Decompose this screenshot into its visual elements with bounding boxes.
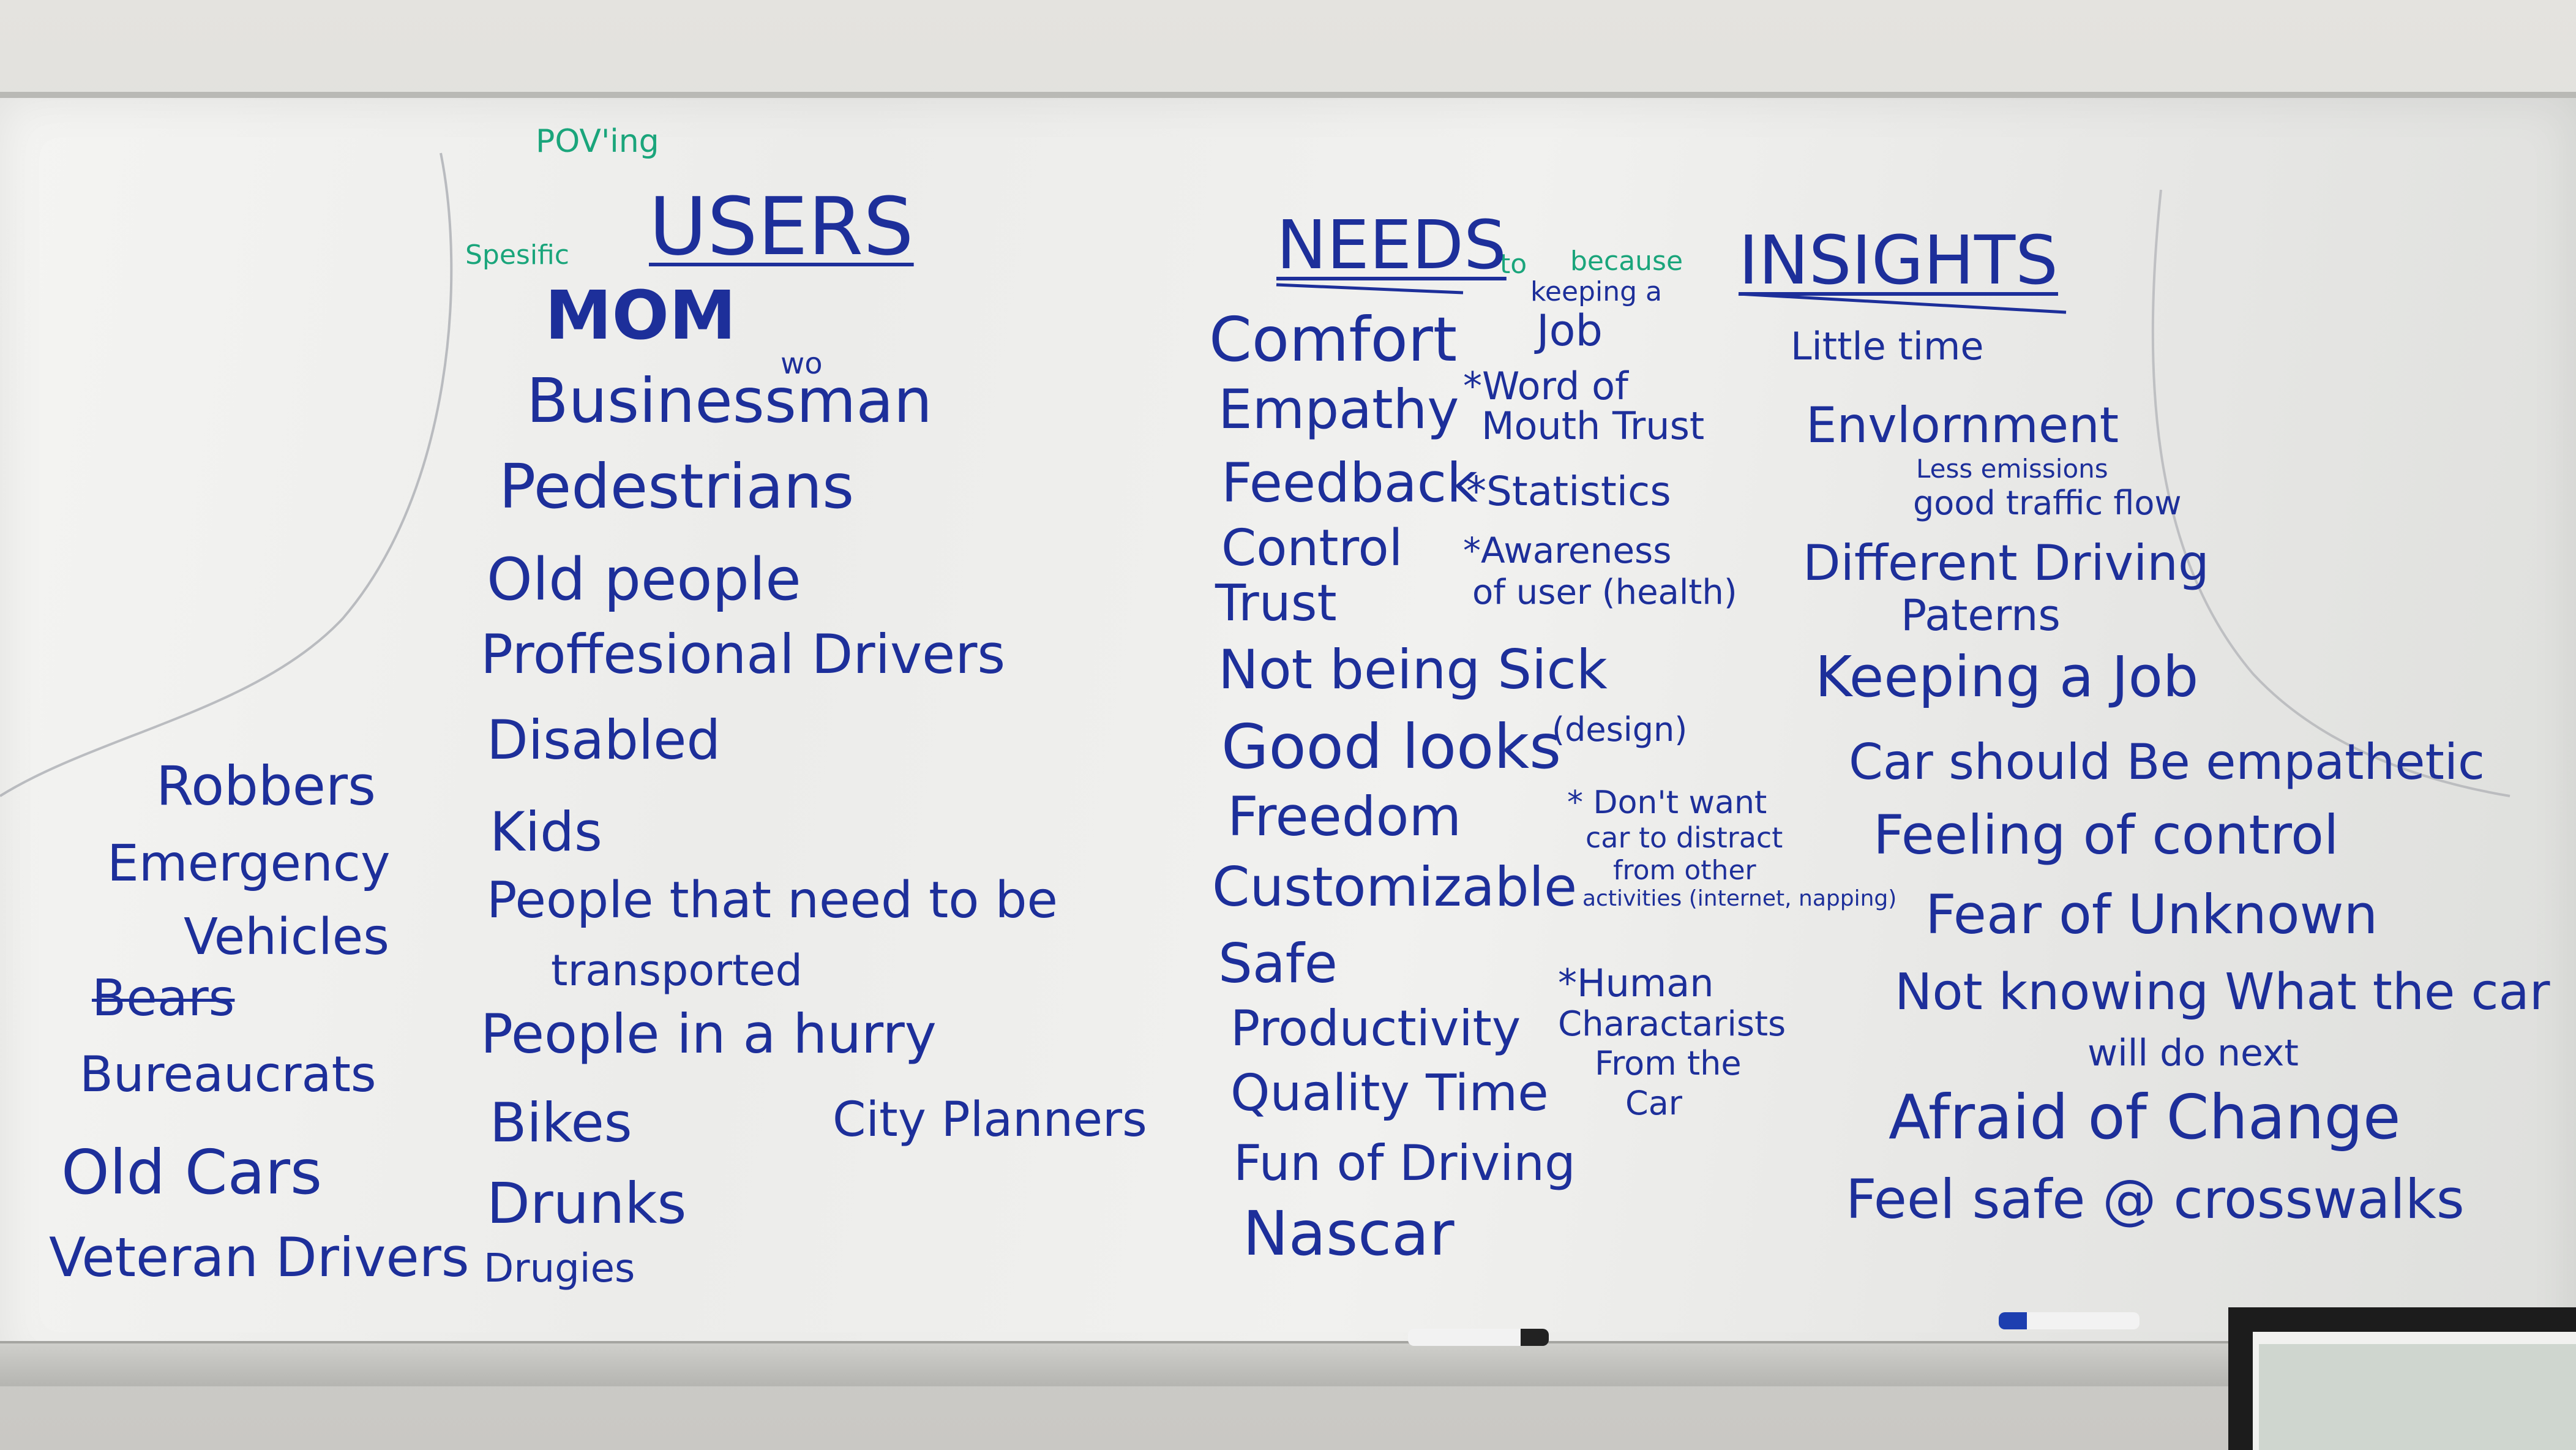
needs-item: Safe [1218, 932, 1338, 995]
keeping-a-note: keeping a [1530, 276, 1662, 307]
insights-item: Keeping a Job [1815, 644, 2199, 710]
users-left-item: Robbers [156, 754, 376, 817]
picture-frame [2228, 1307, 2576, 1450]
users-item: Bikes [490, 1091, 632, 1154]
users-item: Drunks [487, 1171, 687, 1236]
insights-item: Feel safe @ crosswalks [1846, 1168, 2465, 1231]
insights-item: Different Driving [1803, 535, 2209, 592]
insights-item: Fear of Unknown [1925, 883, 2378, 946]
users-item: MOM [545, 276, 736, 355]
needs-item: (design) [1552, 710, 1688, 749]
needs-side-note: Charactarists [1558, 1004, 1786, 1044]
needs-side-note: activities (internet, napping) [1582, 886, 1897, 911]
needs-side-note: *Statistics [1466, 468, 1671, 515]
needs-item: Control [1221, 519, 1403, 577]
users-item: Kids [490, 800, 602, 863]
frame-picture [2259, 1344, 2576, 1450]
whiteboard [0, 92, 2576, 1372]
needs-side-note: * Don't want [1567, 784, 1767, 821]
insights-item: Feeling of control [1873, 803, 2339, 866]
insights-item: will do next [2087, 1032, 2299, 1075]
needs-item: Empathy [1218, 378, 1459, 441]
needs-item: Comfort [1209, 304, 1458, 375]
wo-note: wo [781, 347, 823, 381]
users-left-item: Old Cars [61, 1136, 323, 1208]
insights-item: Envlornment [1806, 397, 2119, 454]
black-marker[interactable] [1408, 1329, 1549, 1346]
users-left-item: Vehicles [184, 908, 389, 966]
needs-side-note: of user (health) [1472, 573, 1737, 612]
users-item: Pedestrians [499, 451, 855, 522]
needs-item: Freedom [1227, 785, 1462, 848]
marker-tray [0, 1341, 2576, 1386]
needs-item: Not being Sick [1218, 638, 1608, 701]
because-note: because [1570, 246, 1683, 277]
insights-item: Afraid of Change [1889, 1081, 2401, 1153]
needs-item: Trust [1215, 574, 1337, 633]
needs-side-note: Car [1625, 1084, 1682, 1122]
needs-side-note: car to distract [1586, 821, 1783, 854]
poving-note: POV'ing [536, 123, 659, 160]
needs-side-note: *Awareness [1463, 530, 1672, 571]
users-item: transported [551, 945, 803, 996]
blue-marker[interactable] [1999, 1312, 2140, 1329]
needs-side-note: *Word of [1463, 364, 1628, 408]
needs-side-note: Job [1537, 306, 1603, 356]
needs-side-note: Mouth Trust [1481, 404, 1705, 448]
insights-item: good traffic flow [1913, 484, 2182, 522]
users-item: Proffesional Drivers [481, 623, 1006, 686]
to-note: to [1500, 249, 1527, 280]
needs-item: Fun of Driving [1234, 1135, 1576, 1192]
insights-item: Not knowing What the car [1895, 963, 2550, 1021]
users-heading: USERS [649, 180, 914, 273]
users-item: City Planners [833, 1092, 1147, 1148]
users-left-item: Emergency [107, 835, 391, 893]
insights-item: Car should Be empathetic [1849, 734, 2485, 791]
needs-side-note: *Human [1558, 961, 1714, 1005]
needs-side-note: from other [1613, 855, 1756, 886]
insights-item: Little time [1791, 324, 1984, 369]
needs-item: Nascar [1243, 1198, 1455, 1269]
needs-item: Feedback [1221, 451, 1478, 514]
spesific-note: Spesific [465, 239, 569, 271]
users-item: Disabled [487, 708, 721, 772]
users-left-item: Bears [92, 969, 235, 1027]
users-item: Businessman [526, 365, 933, 437]
users-left-item: Veteran Drivers [49, 1226, 470, 1289]
users-item: People that need to be [487, 871, 1058, 930]
needs-heading: NEEDS [1276, 206, 1507, 284]
needs-item: Productivity [1230, 1000, 1521, 1057]
users-left-item: Bureaucrats [80, 1046, 376, 1103]
users-item: People in a hurry [481, 1002, 937, 1065]
needs-side-note: From the [1595, 1044, 1742, 1083]
insights-item: Less emissions [1916, 454, 2108, 484]
users-item: Drugies [484, 1246, 635, 1291]
needs-item: Good looks [1221, 711, 1562, 783]
needs-item: Quality Time [1230, 1064, 1549, 1122]
insights-heading: INSIGHTS [1739, 221, 2058, 299]
insights-item: Paterns [1901, 590, 2061, 640]
users-item: Old people [487, 546, 801, 614]
needs-item: Customizable [1212, 855, 1578, 918]
